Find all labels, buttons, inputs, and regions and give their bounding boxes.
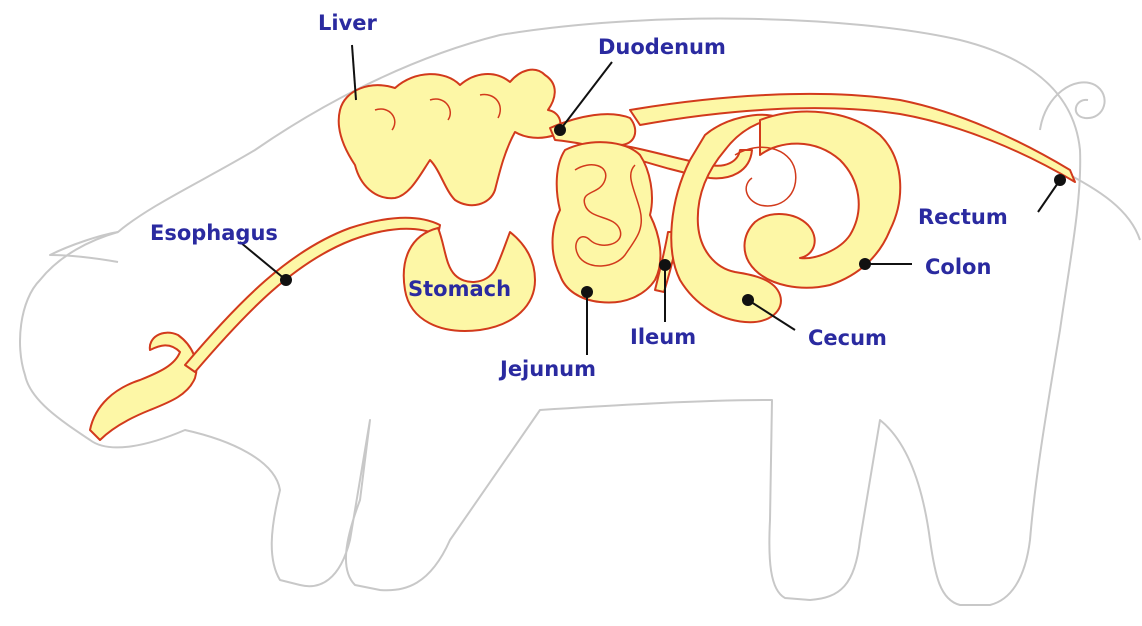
- colon-dot: [859, 258, 871, 270]
- ileum-dot: [659, 259, 671, 271]
- label-jejunum: Jejunum: [498, 357, 596, 381]
- label-rectum: Rectum: [918, 205, 1008, 229]
- pig-body-outline: [20, 19, 1140, 605]
- rectum-dot: [1054, 174, 1066, 186]
- label-duodenum: Duodenum: [598, 35, 726, 59]
- mouth-tongue: [90, 333, 196, 440]
- pig-ear: [50, 232, 118, 262]
- esophagus-dot: [280, 274, 292, 286]
- liver-organ: [339, 70, 561, 206]
- esophagus-leader: [240, 242, 286, 280]
- label-stomach: Stomach: [408, 277, 511, 301]
- pig-tail-curl: [1040, 82, 1105, 130]
- colon-organ: [744, 112, 900, 288]
- label-liver: Liver: [318, 11, 378, 35]
- label-ileum: Ileum: [630, 325, 696, 349]
- duodenum-dot: [554, 124, 566, 136]
- jejunum-organ: [553, 142, 661, 302]
- jejunum-dot: [581, 286, 593, 298]
- label-cecum: Cecum: [808, 326, 887, 350]
- label-esophagus: Esophagus: [150, 221, 278, 245]
- label-colon: Colon: [925, 255, 991, 279]
- cecum-dot: [742, 294, 754, 306]
